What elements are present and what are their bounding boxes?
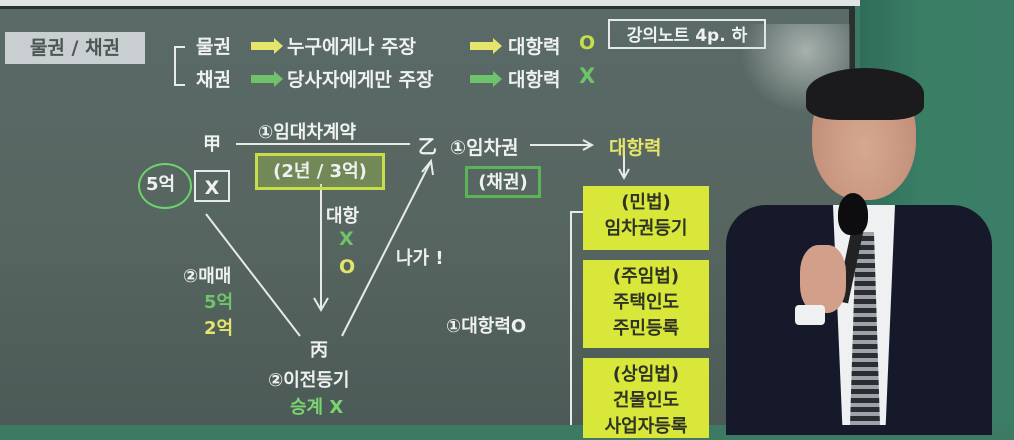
overview-effect-real-right: 누구에게나 주장: [287, 36, 416, 58]
leave-label: 나가 !: [396, 248, 444, 269]
box-law-label: (주임법): [612, 266, 680, 287]
property-x-box: X: [194, 170, 230, 202]
counter-circle-mark: O: [339, 256, 356, 278]
opposability-label: 대항력: [609, 137, 662, 159]
civil-law-box: (민법) 임차권등기: [583, 186, 709, 250]
succession-label: 승계 X: [290, 397, 344, 418]
box-requirement: 주택인도: [612, 292, 680, 313]
sale-label: ②매매: [183, 266, 232, 287]
counter-label: 대항: [326, 206, 360, 227]
microphone-icon: [838, 193, 868, 235]
box-law-label: (상임법): [612, 364, 680, 385]
overview-subject-claim: 채권: [196, 69, 231, 91]
property-value: 5억: [146, 174, 176, 195]
green-arrow-icon: [251, 71, 283, 87]
box-law-label: (민법): [621, 192, 671, 213]
contract-terms-box: (2년 / 3억): [255, 153, 385, 190]
party-eul: 乙: [418, 136, 438, 158]
topic-title-tag: 물권 / 채권: [5, 32, 145, 64]
counter-cross-mark: X: [339, 228, 354, 250]
overview-effect-claim: 당사자에게만 주장: [287, 69, 434, 91]
overview-subject-real-right: 물권: [196, 36, 231, 58]
housing-lease-act-box: (주임법) 주택인도 주민등록: [583, 260, 709, 348]
diagram-lines: [205, 139, 630, 425]
chalkboard-screen: 물권 / 채권 물권 누구에게나 주장 대항력 O 채권 당사자에게만 주장 대…: [0, 6, 855, 438]
commercial-lease-act-box: (상임법) 건물인도 사업자등록: [583, 358, 709, 438]
cross-mark-icon: X: [579, 64, 596, 88]
opposability-note: ①대항력O: [446, 316, 527, 337]
transfer-registration-label: ②이전등기: [268, 370, 350, 391]
box-requirement: 건물인도: [612, 390, 680, 411]
box-requirement: 사업자등록: [604, 416, 688, 437]
yellow-arrow-icon: [251, 38, 283, 54]
bracket-glyph: [174, 46, 185, 86]
party-byeong: 丙: [310, 340, 328, 361]
sale-price-original: 5억: [204, 292, 234, 313]
lease-contract-label: ①임대차계약: [258, 122, 357, 143]
overview-result-real-right: 대항력: [508, 36, 561, 58]
box-requirement: 주민등록: [612, 318, 680, 339]
green-arrow-icon: [470, 71, 502, 87]
overview-result-claim: 대항력: [508, 69, 561, 91]
party-gap: 甲: [203, 134, 221, 155]
lease-right-label: ①임차권: [450, 137, 519, 159]
instructor-hand: [800, 245, 846, 313]
yellow-arrow-icon: [470, 38, 502, 54]
bond-type-box: (채권): [465, 166, 541, 198]
ceiling-strip: [0, 0, 1014, 6]
box-requirement: 임차권등기: [604, 218, 688, 239]
circle-mark-icon: O: [579, 32, 596, 54]
value-circle: [138, 163, 192, 209]
sale-price-reduced: 2억: [204, 318, 234, 339]
instructor-hair: [806, 68, 924, 120]
shirt-cuff: [795, 305, 825, 325]
